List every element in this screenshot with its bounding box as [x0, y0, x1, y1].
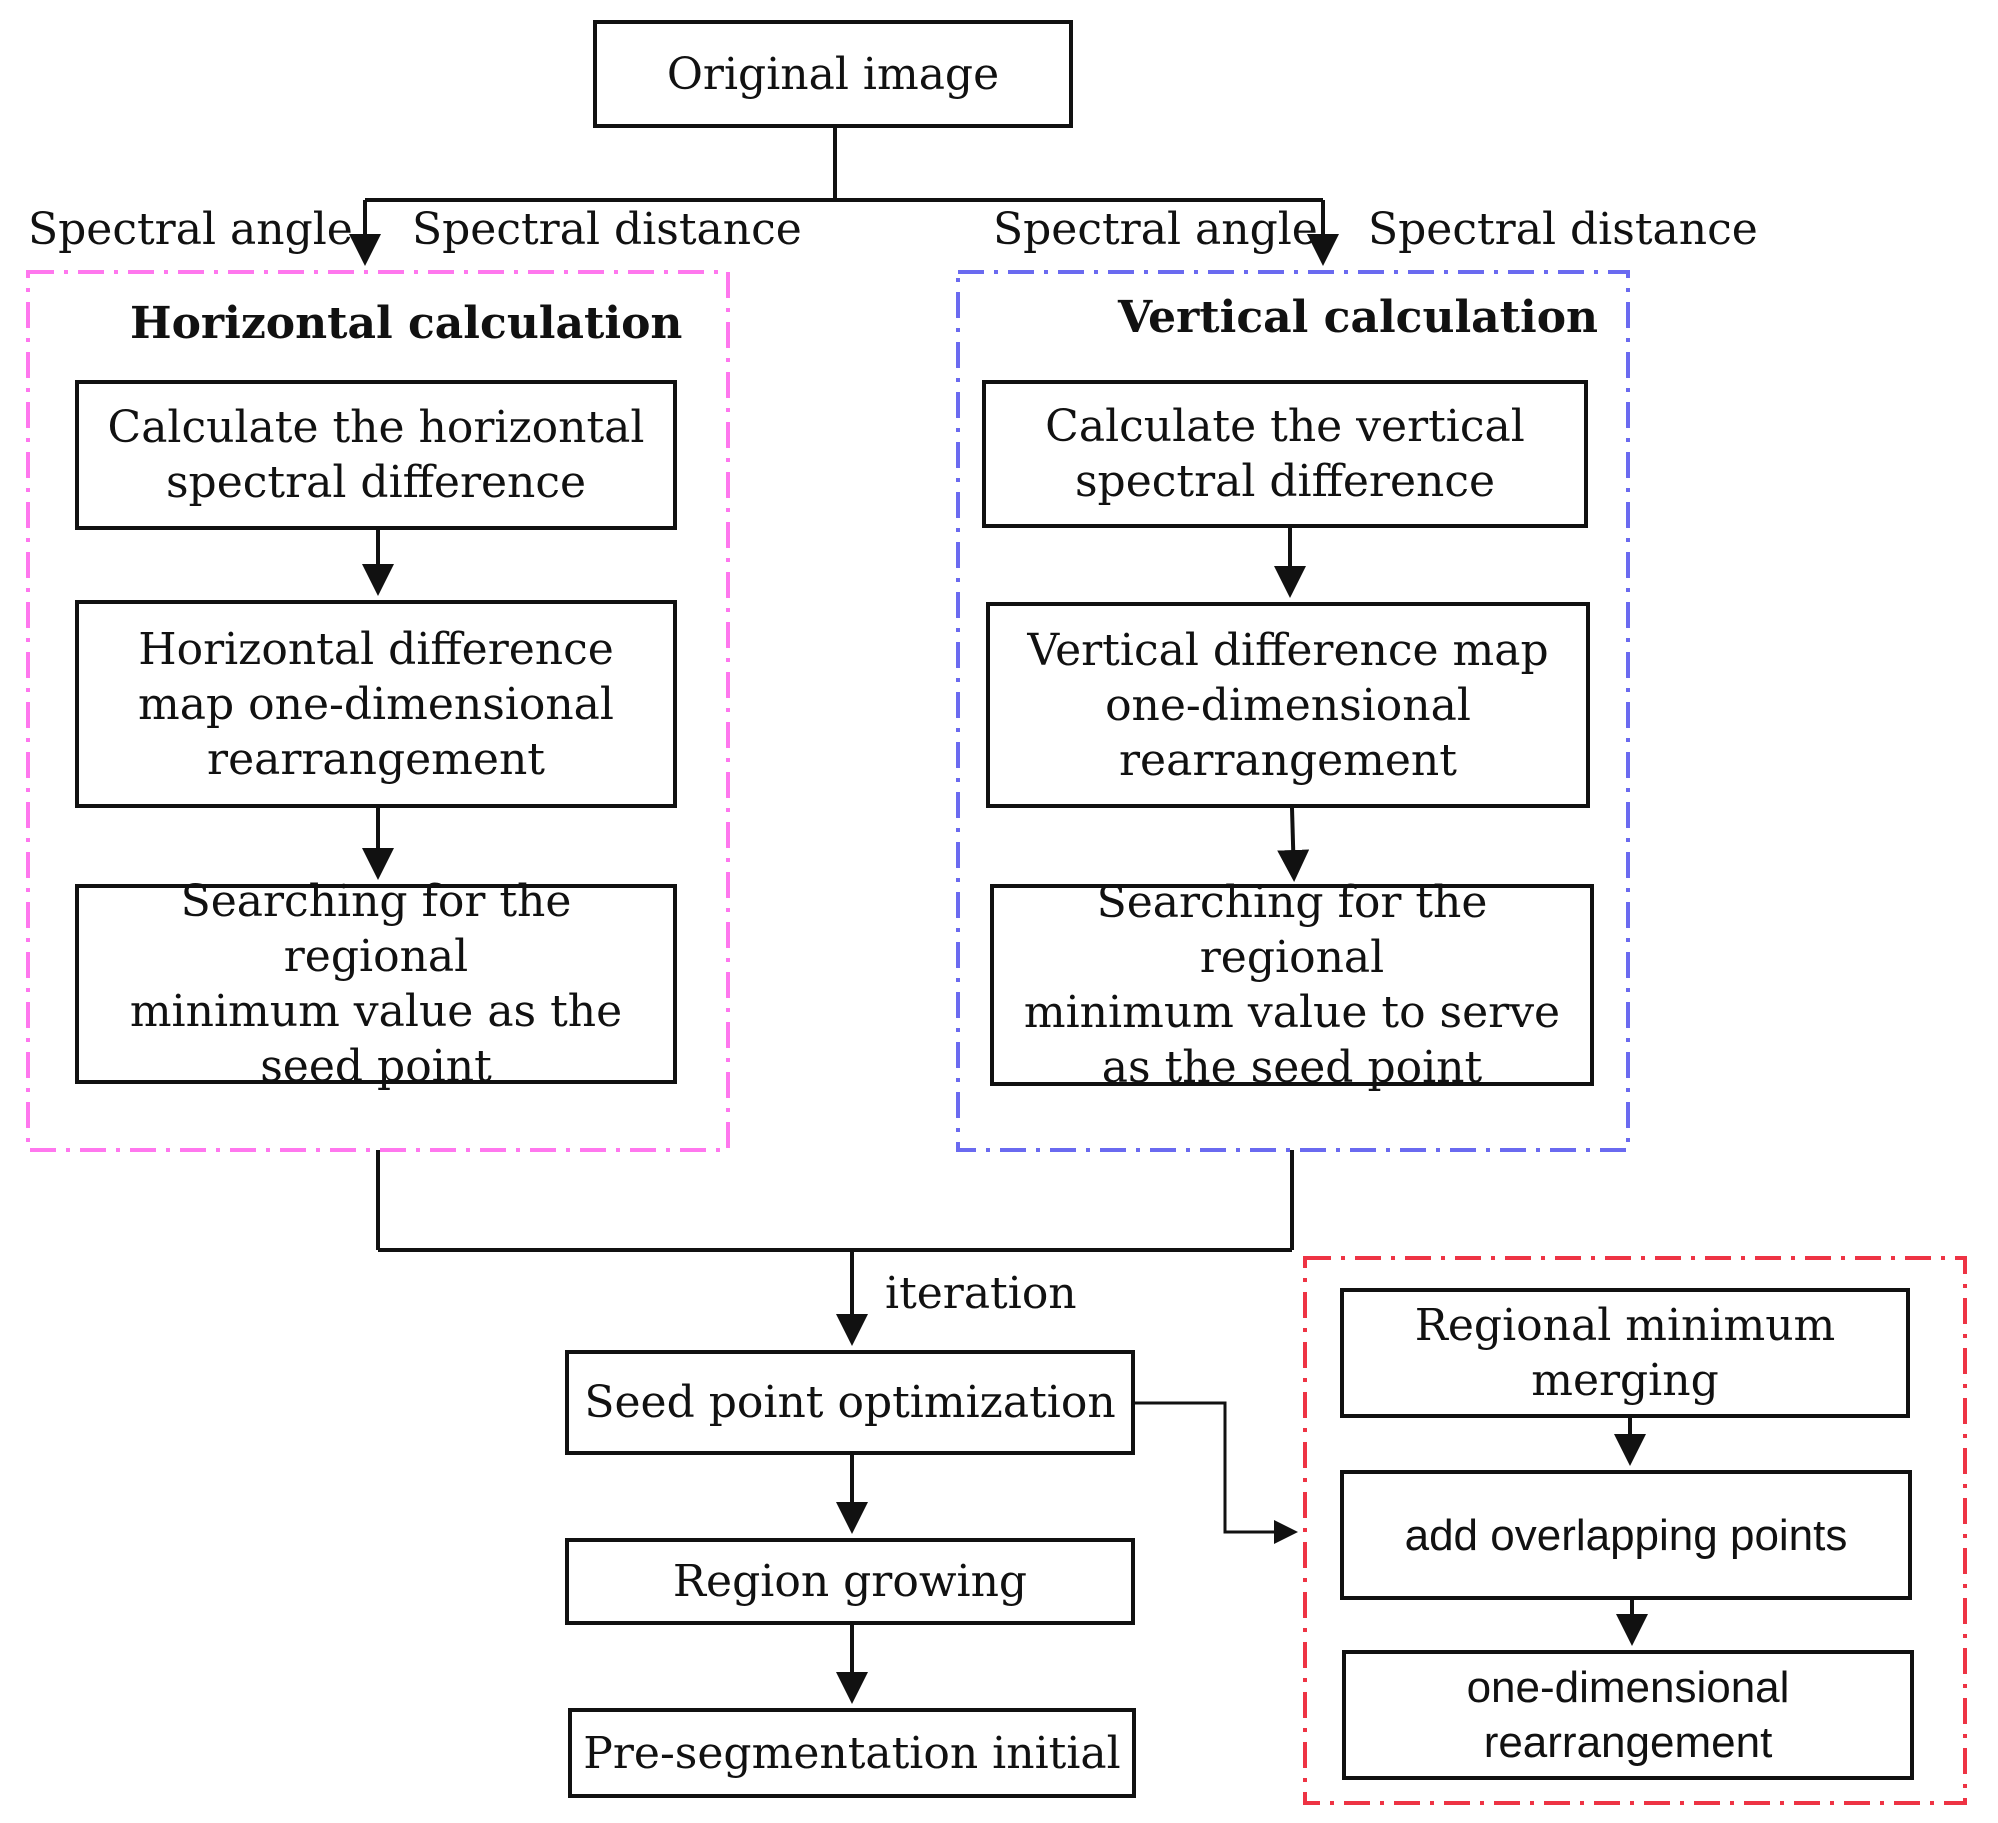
vertical-step-calculate-difference: Calculate the vertical spectral differen… [982, 380, 1588, 528]
optimization-branch-arrow [1135, 1401, 1298, 1544]
right-spectral-angle-label: Spectral angle [993, 204, 1318, 255]
horizontal-calculation-group-border [26, 270, 730, 1152]
iteration-label: iteration [885, 1268, 1077, 1319]
vertical-step-arrows [1274, 528, 1310, 882]
optimization-step-arrows [1614, 1418, 1648, 1646]
regional-minimum-merging-node: Regional minimum merging [1340, 1288, 1910, 1418]
vertical-step-difference-map-rearrangement: Vertical difference map one-dimensional … [986, 602, 1590, 808]
vertical-step-search-regional-minimum: Searching for the regional minimum value… [990, 877, 1594, 1093]
left-spectral-distance-label: Spectral distance [412, 204, 802, 255]
horizontal-calculation-title: Horizontal calculation [130, 298, 683, 349]
pre-segmentation-initial-node: Pre-segmentation initial [568, 1708, 1136, 1798]
left-spectral-angle-label: Spectral angle [28, 204, 353, 255]
one-dimensional-rearrangement-node: one-dimensional rearrangement [1342, 1650, 1914, 1780]
horizontal-step-calculate-difference: Calculate the horizontal spectral differ… [75, 380, 677, 530]
top-split-connector [349, 128, 1339, 266]
optimization-group-border [1303, 1256, 1967, 1805]
vertical-calculation-title: Vertical calculation [1118, 292, 1599, 343]
horizontal-step-search-regional-minimum: Searching for the regional minimum value… [75, 876, 677, 1092]
seed-point-optimization-node: Seed point optimization [565, 1350, 1135, 1455]
add-overlapping-points-node: add overlapping points [1340, 1470, 1912, 1600]
horizontal-step-difference-map-rearrangement: Horizontal difference map one-dimensiona… [75, 600, 677, 808]
vertical-calculation-group-border [956, 270, 1630, 1152]
region-growing-node: Region growing [565, 1538, 1135, 1625]
right-spectral-distance-label: Spectral distance [1368, 204, 1758, 255]
original-image-node: Original image [593, 20, 1073, 128]
merge-connector [376, 1150, 1294, 1346]
